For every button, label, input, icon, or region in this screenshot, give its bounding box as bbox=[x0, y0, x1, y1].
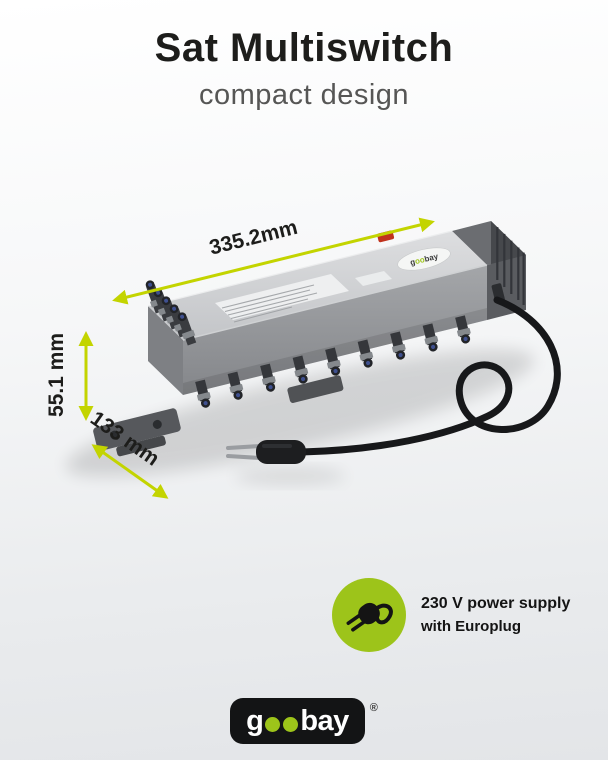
dimension-length-arrow bbox=[112, 217, 435, 305]
dimension-height-label: 55.1 mm bbox=[45, 333, 68, 417]
logo-pill: g bay bbox=[230, 698, 365, 744]
registered-mark: ® bbox=[369, 702, 378, 714]
f-connector bbox=[422, 323, 439, 352]
device-heatsink bbox=[452, 221, 526, 320]
europlug-icon bbox=[332, 578, 406, 652]
f-connector bbox=[455, 315, 471, 344]
europlug bbox=[226, 440, 306, 464]
f-connector bbox=[292, 355, 309, 384]
f-connector bbox=[227, 371, 244, 400]
mounting-foot-middle bbox=[287, 375, 344, 403]
brand-logo: g bay ® bbox=[0, 698, 608, 744]
page-title: Sat Multiswitch bbox=[154, 26, 454, 70]
device-shadow bbox=[66, 349, 534, 477]
f-connector bbox=[195, 379, 211, 408]
f-connector bbox=[260, 363, 276, 392]
logo-dot bbox=[283, 716, 299, 732]
dimension-height: 55.1 mm bbox=[45, 331, 94, 421]
logo-letter-g: g bbox=[246, 705, 264, 737]
f-connector bbox=[325, 347, 341, 376]
logo-letters-bay: bay bbox=[300, 705, 349, 737]
logo-dots bbox=[265, 716, 299, 732]
page-subtitle: compact design bbox=[198, 79, 410, 111]
power-cable bbox=[298, 296, 561, 456]
feature-title: 230 V power supply bbox=[421, 595, 571, 612]
logo-dot bbox=[265, 716, 281, 732]
product-image: goobay bbox=[45, 216, 561, 499]
plug-shadow bbox=[234, 468, 346, 484]
f-connector-input bbox=[177, 312, 197, 346]
output-connectors bbox=[195, 315, 471, 408]
f-connector bbox=[390, 331, 406, 360]
feature-subtitle: with Europlug bbox=[421, 618, 521, 635]
dimension-depth-arrow bbox=[91, 444, 169, 499]
f-connector bbox=[357, 339, 374, 368]
dimension-length-label: 335.2mm bbox=[207, 216, 300, 260]
feature-power-supply: 230 V power supply with Europlug bbox=[332, 578, 570, 652]
